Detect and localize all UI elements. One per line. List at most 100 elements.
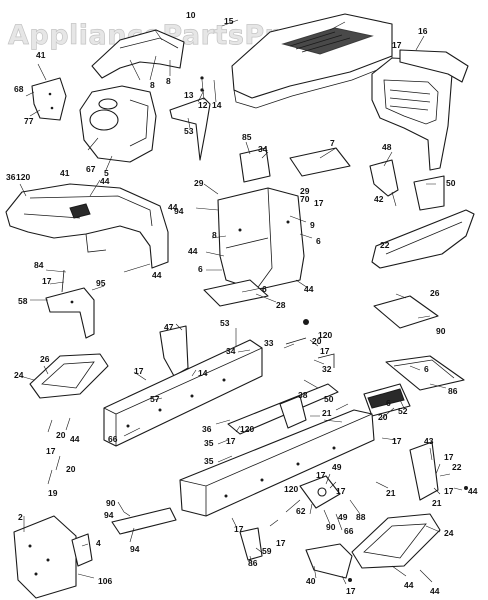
callout-number: 17 bbox=[314, 198, 324, 208]
callout-number: 43 bbox=[424, 436, 434, 446]
callout-number: 106 bbox=[98, 576, 112, 586]
callout-number: 24 bbox=[444, 528, 454, 538]
fender-part bbox=[5, 183, 169, 269]
callout-number: 17 bbox=[276, 538, 286, 548]
grille-part bbox=[371, 49, 469, 171]
callout-number: 77 bbox=[24, 116, 34, 126]
callout-number: 86 bbox=[248, 558, 258, 568]
callout-number: 120 bbox=[284, 484, 298, 494]
callout-number: 50 bbox=[324, 394, 334, 404]
callout-number: 2 bbox=[18, 512, 23, 522]
callout-number: 17 bbox=[392, 40, 402, 50]
callout-number: 47 bbox=[164, 322, 174, 332]
callout-number: 6 bbox=[198, 264, 203, 274]
callout-number: 20 bbox=[56, 430, 66, 440]
callout-number: 52 bbox=[398, 406, 408, 416]
callout-number: 86 bbox=[448, 386, 458, 396]
callout-number: 44 bbox=[188, 246, 198, 256]
callout-number: 17 bbox=[234, 524, 244, 534]
callout-number: 17 bbox=[316, 470, 326, 480]
callout-number: 58 bbox=[18, 296, 28, 306]
bracket-part bbox=[409, 441, 439, 501]
callout-number: 90 bbox=[326, 522, 336, 532]
callout-number: 14 bbox=[212, 100, 222, 110]
callout-number: 44 bbox=[304, 284, 314, 294]
leader-lines bbox=[19, 19, 463, 585]
callout-number: 68 bbox=[14, 84, 24, 94]
callout-number: 32 bbox=[322, 364, 332, 374]
callout-number: 88 bbox=[356, 512, 366, 522]
callout-number: 20 bbox=[378, 412, 388, 422]
callout-number: 6 bbox=[316, 236, 321, 246]
callout-number: 15 bbox=[224, 16, 234, 26]
callout-number: 44 bbox=[430, 586, 440, 596]
callout-number: 41 bbox=[36, 50, 46, 60]
callout-number: 17 bbox=[226, 436, 236, 446]
callout-number: 53 bbox=[220, 318, 230, 328]
callout-number: 90 bbox=[106, 498, 116, 508]
callout-number: 9 bbox=[310, 220, 315, 230]
side-panel-part bbox=[371, 209, 475, 269]
frame-rail-part bbox=[103, 339, 263, 447]
bracket-part bbox=[159, 325, 189, 377]
callout-number: 8 bbox=[166, 76, 171, 86]
callout-number: 41 bbox=[60, 168, 70, 178]
callout-number: 13 bbox=[184, 90, 194, 100]
callout-number: 17 bbox=[42, 276, 52, 286]
callout-number: 26 bbox=[40, 354, 50, 364]
callout-number: 14 bbox=[198, 368, 208, 378]
callout-number: 48 bbox=[382, 142, 392, 152]
callout-number: 17 bbox=[46, 446, 56, 456]
callout-number: 8 bbox=[150, 80, 155, 90]
bracket-part bbox=[369, 159, 445, 211]
plate-part bbox=[289, 147, 351, 177]
bracket-part bbox=[169, 97, 211, 161]
callout-number: 38 bbox=[298, 390, 308, 400]
callout-number: 85 bbox=[242, 132, 252, 142]
callout-number: 94 bbox=[104, 510, 114, 520]
console-part bbox=[79, 85, 157, 163]
callout-number: 17 bbox=[444, 452, 454, 462]
callout-number: 34 bbox=[226, 346, 236, 356]
callout-number: 120 bbox=[240, 424, 254, 434]
callout-number: 5 bbox=[104, 168, 109, 178]
callout-number: 10 bbox=[186, 10, 196, 20]
firewall-part bbox=[217, 187, 305, 291]
callout-number: 59 bbox=[262, 546, 272, 556]
label-plate-part bbox=[363, 383, 411, 417]
hood-part bbox=[231, 13, 393, 109]
fastener-part bbox=[200, 76, 468, 582]
callout-number: 70 bbox=[300, 194, 310, 204]
bracket-part bbox=[239, 527, 263, 561]
callout-number: 120 bbox=[318, 330, 332, 340]
callout-number: 36 bbox=[6, 172, 16, 182]
callout-number: 21 bbox=[386, 488, 396, 498]
callout-number: 16 bbox=[418, 26, 428, 36]
callout-number: 94 bbox=[174, 206, 184, 216]
callout-number: 28 bbox=[276, 300, 286, 310]
footrest-part bbox=[29, 353, 109, 399]
callout-number: 62 bbox=[296, 506, 306, 516]
callout-number: 94 bbox=[130, 544, 140, 554]
callout-number: 19 bbox=[48, 488, 58, 498]
callout-number: 22 bbox=[380, 240, 390, 250]
tray-part bbox=[239, 147, 271, 183]
callout-number: 20 bbox=[312, 336, 322, 346]
callout-number: 44 bbox=[168, 202, 178, 212]
callout-number: 57 bbox=[150, 394, 160, 404]
callout-number: 44 bbox=[100, 176, 110, 186]
callout-number: 95 bbox=[96, 278, 106, 288]
callout-number: 44 bbox=[404, 580, 414, 590]
callout-number: 44 bbox=[70, 434, 80, 444]
callout-number: 24 bbox=[14, 370, 24, 380]
callout-number: 17 bbox=[336, 486, 346, 496]
callout-number: 35 bbox=[204, 456, 214, 466]
callout-number: 53 bbox=[184, 126, 194, 136]
callout-number: 22 bbox=[452, 462, 462, 472]
callout-number: 21 bbox=[322, 408, 332, 418]
callout-number: 84 bbox=[34, 260, 44, 270]
callout-number: 67 bbox=[86, 164, 96, 174]
callout-number: 35 bbox=[204, 438, 214, 448]
